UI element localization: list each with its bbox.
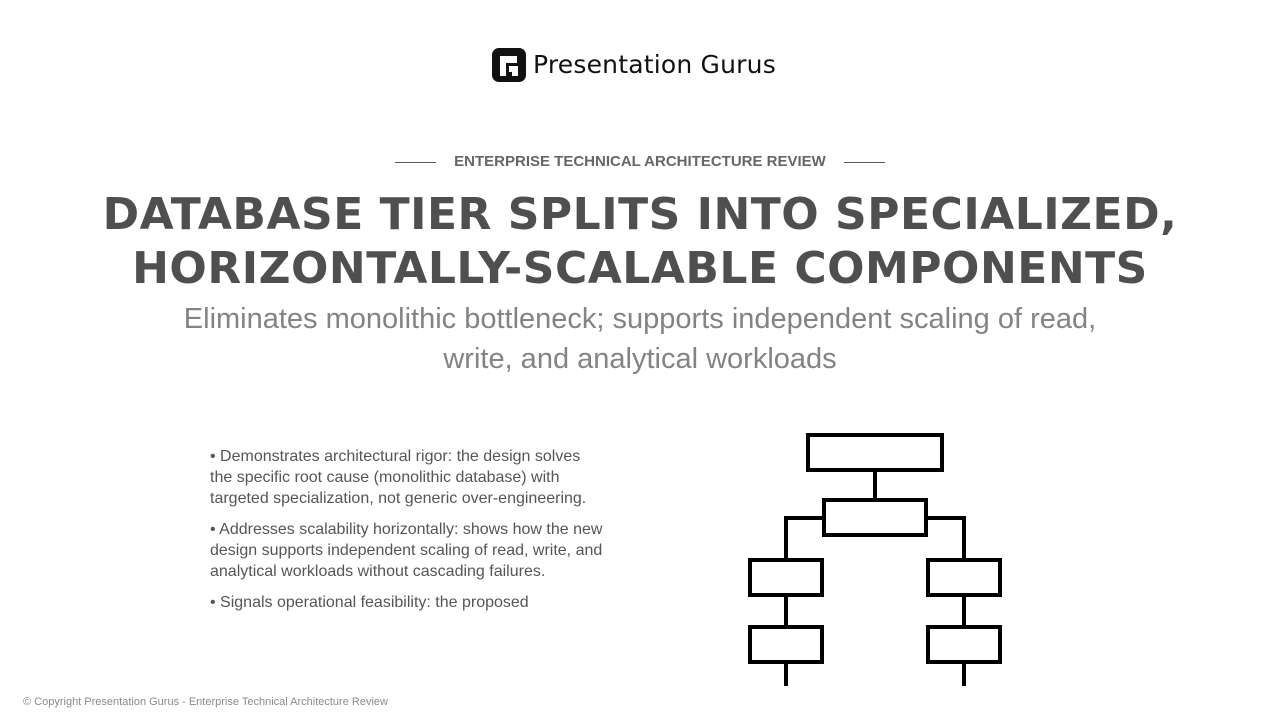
- slide-title: DATABASE TIER SPLITS INTO SPECIALIZED, H…: [100, 188, 1180, 296]
- bullet-list: • Demonstrates architectural rigor: the …: [210, 446, 605, 660]
- eyebrow-divider-right: [843, 161, 885, 163]
- slide-subtitle-line-1: Eliminates monolithic bottleneck; suppor…: [183, 303, 1097, 335]
- hierarchy-diagram-icon: [748, 433, 1002, 686]
- bullet-item-architectural-rigor: • Demonstrates architectural rigor: the …: [210, 448, 587, 507]
- slide-title-line-2: HORIZONTALLY-SCALABLE COMPONENTS: [132, 243, 1148, 294]
- footer-copyright: © Copyright Presentation Gurus - Enterpr…: [23, 696, 388, 708]
- slide-title-line-1: DATABASE TIER SPLITS INTO SPECIALIZED,: [102, 189, 1178, 240]
- presentation-gurus-logo-icon: [492, 48, 526, 82]
- brand-logo: Presentation Gurus: [492, 47, 776, 83]
- eyebrow-divider-left: [395, 161, 437, 163]
- eyebrow-heading: ENTERPRISE TECHNICAL ARCHITECTURE REVIEW: [0, 152, 1280, 172]
- slide-subtitle: Eliminates monolithic bottleneck; suppor…: [140, 299, 1140, 379]
- bullet-item-operational-feasibility: • Signals operational feasibility: the p…: [210, 594, 529, 611]
- eyebrow-text: ENTERPRISE TECHNICAL ARCHITECTURE REVIEW: [454, 153, 826, 170]
- brand-name: Presentation Gurus: [533, 50, 776, 79]
- slide-subtitle-line-2: write, and analytical workloads: [443, 343, 837, 375]
- bullet-item-scalability: • Addresses scalability horizontally: sh…: [210, 521, 603, 580]
